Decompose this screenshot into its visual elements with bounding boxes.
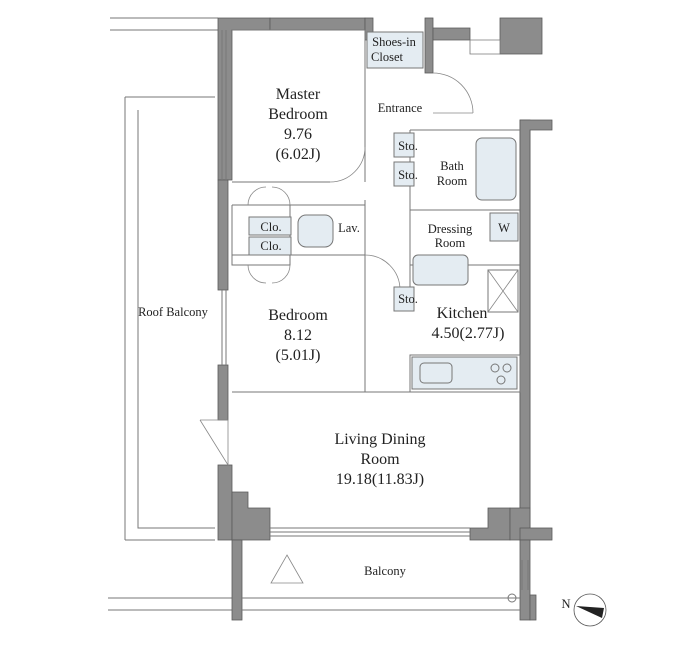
bedroom-label: Bedroom: [268, 307, 328, 324]
north-arrow-icon: [576, 606, 604, 618]
windows: [221, 30, 470, 537]
closet-1-label: Clo.: [260, 220, 281, 234]
washer-label: W: [498, 221, 510, 235]
lavatory-label: Lav.: [338, 221, 360, 235]
storage-2-label: Sto.: [398, 168, 418, 182]
dressing-label-2: Room: [435, 236, 466, 250]
living-dining-label: Living Dining: [334, 431, 425, 448]
bath-label: Bath: [440, 159, 464, 173]
living-dining-label-2: Room: [360, 451, 400, 468]
storage-1-cabinet: [393, 132, 415, 158]
closet-1-unit: [248, 216, 292, 236]
bathtub: [475, 137, 517, 201]
storage-3-label: Sto.: [398, 292, 418, 306]
roof-balcony-label: Roof Balcony: [138, 305, 209, 319]
roof-balcony-area: [108, 17, 232, 611]
toilet: [297, 214, 334, 248]
bedroom-area: 8.12: [284, 327, 312, 344]
doors: [199, 72, 474, 467]
closet-2-label: Clo.: [260, 239, 281, 253]
storage-1-label: Sto.: [398, 139, 418, 153]
bath-label-2: Room: [437, 174, 468, 188]
interior-walls: [231, 29, 521, 393]
master-bedroom-area: 9.76: [284, 126, 312, 143]
entrance-label: Entrance: [378, 101, 423, 115]
storage-3-cabinet: [393, 286, 415, 312]
shoes-closet-label: Shoes-in: [372, 35, 417, 49]
bedroom-area-jo: (5.01J): [276, 347, 321, 364]
kitchen-area: 4.50(2.77J): [432, 325, 505, 342]
washbasin: [412, 254, 469, 286]
master-bedroom-area-jo: (6.02J): [276, 146, 321, 163]
room-labels: Master Bedroom 9.76 (6.02J) Bedroom 8.12…: [138, 35, 510, 578]
washer-pan: [489, 212, 519, 242]
compass: N: [561, 593, 607, 627]
fixtures: [248, 31, 519, 584]
shoes-closet-label-2: Closet: [371, 50, 403, 64]
storage-2-cabinet: [393, 161, 415, 187]
balcony-label: Balcony: [364, 564, 406, 578]
dressing-label: Dressing: [428, 222, 473, 236]
kitchen-label: Kitchen: [437, 305, 488, 322]
closet-2-unit: [248, 236, 292, 256]
master-bedroom-label-2: Bedroom: [268, 106, 328, 123]
shoes-closet-cabinet: [366, 31, 424, 69]
compass-north-label: N: [561, 597, 570, 611]
exterior-walls: [217, 17, 553, 621]
master-bedroom-label: Master: [276, 86, 321, 103]
living-dining-area: 19.18(11.83J): [336, 471, 424, 488]
balcony-rail: [242, 560, 529, 611]
fridge-space: [487, 269, 519, 313]
